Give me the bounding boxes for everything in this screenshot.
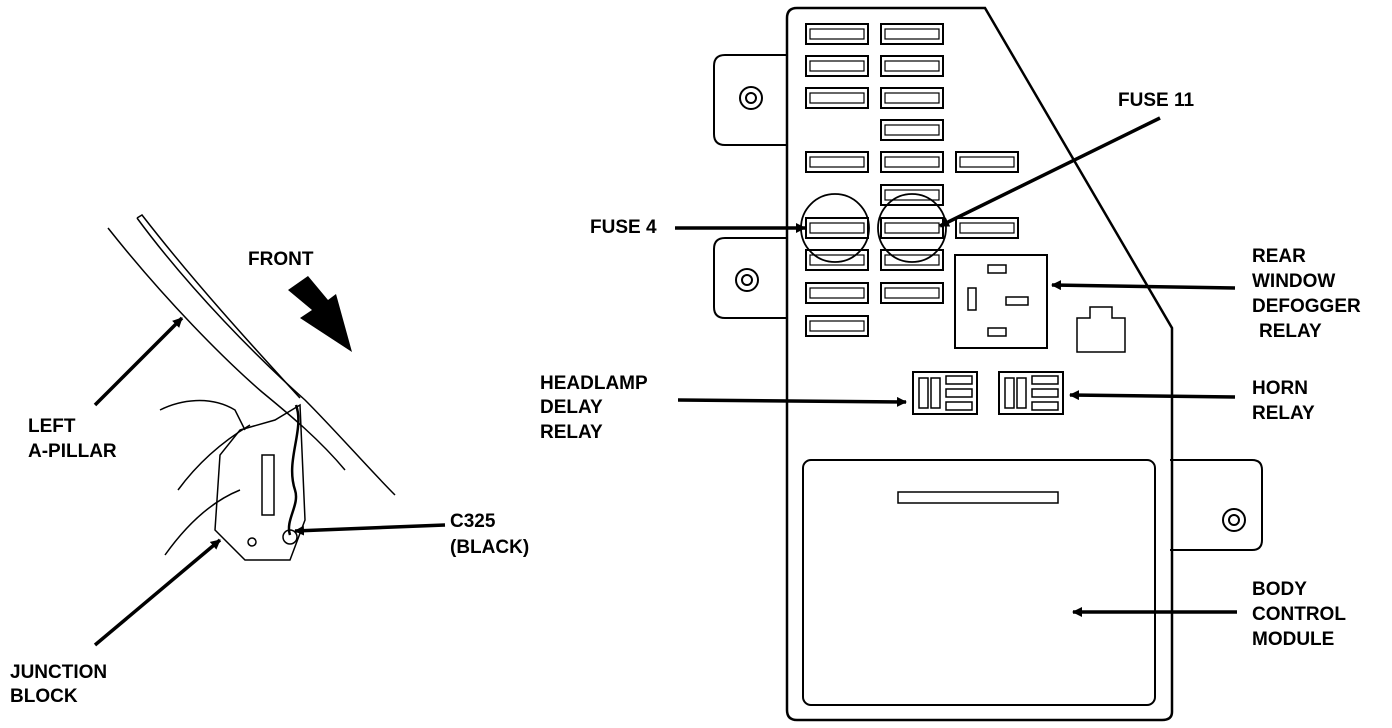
horn-relay-label-line1: HORN	[1252, 378, 1308, 399]
horn-relay-label-line2: RELAY	[1252, 403, 1315, 424]
left-a-pillar-label-line2: A-PILLAR	[28, 441, 117, 462]
mount-hole-right	[1222, 508, 1246, 532]
front-label: FRONT	[248, 249, 314, 270]
horn-relay	[998, 371, 1064, 415]
fuse	[805, 87, 869, 109]
headlamp-delay-relay	[912, 371, 978, 415]
horn-relay-arrow	[1069, 390, 1236, 401]
fuse	[805, 55, 869, 77]
headlamp-delay-relay-label-line2: DELAY	[540, 397, 603, 418]
headlamp-delay-relay-arrow	[677, 396, 907, 407]
left-a-pillar-label-line1: LEFT	[28, 416, 76, 437]
fuse-4	[805, 217, 869, 239]
rear-window-defogger-relay-arrow	[1051, 280, 1236, 291]
fuse-array	[805, 23, 1019, 337]
body-control-module-label-line1: BODY	[1252, 579, 1307, 600]
fuse	[805, 151, 869, 173]
fuse	[880, 249, 944, 271]
fuse-11	[880, 217, 944, 239]
a-pillar-outer-line	[136, 217, 396, 496]
fuse-11-arrow	[939, 116, 1161, 228]
body-control-module-label-line3: MODULE	[1252, 629, 1334, 650]
junction-block-housing	[214, 403, 306, 561]
junction-block-label-line2: BLOCK	[10, 686, 78, 707]
rear-window-defogger-relay-label-line1: REAR	[1252, 246, 1306, 267]
rear-window-defogger-relay-label-line3: DEFOGGER	[1252, 296, 1361, 317]
fuse	[805, 249, 869, 271]
rear-window-defogger-relay-label-line2: WINDOW	[1252, 271, 1335, 292]
body-control-module-label-line2: CONTROL	[1252, 604, 1346, 625]
junction-block-arrow	[93, 538, 222, 647]
fuse-11-highlight-circle	[877, 193, 947, 263]
c325-label-line1: C325	[450, 511, 496, 532]
mount-hole-middle-left	[735, 268, 759, 292]
connector-c325-shape	[282, 529, 298, 545]
bcm-connector-strip	[897, 491, 1059, 504]
fuse	[805, 23, 869, 45]
c325-label-line2: (BLACK)	[450, 537, 529, 558]
headlamp-delay-relay-label-line1: HEADLAMP	[540, 373, 648, 394]
fuse	[805, 315, 869, 337]
headlamp-delay-relay-label-line3: RELAY	[540, 422, 603, 443]
fuse-4-label: FUSE 4	[590, 217, 657, 238]
fuse	[955, 151, 1019, 173]
fuse	[805, 282, 869, 304]
wire-harness	[287, 404, 300, 536]
mounting-tab-upper-left	[713, 54, 787, 146]
trim-curve	[159, 399, 246, 431]
a-pillar-inner-line	[107, 227, 346, 471]
fuse-4-highlight-circle	[800, 193, 870, 263]
dash-curve	[177, 424, 251, 491]
fuse	[880, 55, 944, 77]
mounting-tab-right	[1170, 459, 1263, 551]
dash-lower-curve	[164, 489, 241, 556]
left-a-pillar-arrow	[93, 316, 184, 407]
mount-hole-upper-left	[739, 86, 763, 110]
junction-block-outline	[785, 6, 1174, 722]
fuse	[880, 282, 944, 304]
fuse	[955, 217, 1019, 239]
fuse-11-label: FUSE 11	[1118, 90, 1194, 111]
bolt-hole	[247, 537, 257, 547]
front-direction-arrow	[288, 276, 352, 352]
fuse	[880, 184, 944, 206]
rear-window-defogger-relay	[954, 254, 1048, 349]
body-control-module	[802, 459, 1156, 706]
fuse	[880, 23, 944, 45]
fuse	[880, 87, 944, 109]
bracket	[261, 454, 275, 516]
junction-block-label-line1: JUNCTION	[10, 662, 107, 683]
rear-window-defogger-relay-label-line4: RELAY	[1259, 321, 1322, 342]
fuse	[880, 119, 944, 141]
c325-arrow	[294, 523, 446, 536]
mounting-tab-middle-left	[713, 237, 787, 319]
fuse	[880, 151, 944, 173]
a-pillar-illustration	[107, 214, 396, 561]
a-pillar-edge-line	[136, 214, 301, 399]
small-connector	[1076, 306, 1126, 353]
